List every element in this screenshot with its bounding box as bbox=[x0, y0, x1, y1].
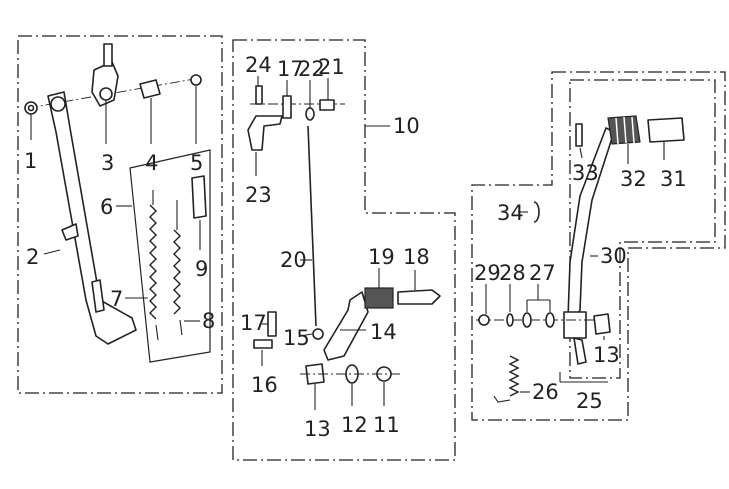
cotter-pin-lower-part-17 bbox=[267, 311, 277, 337]
callout-3: 3 bbox=[101, 151, 114, 175]
pin-part-9 bbox=[191, 175, 207, 219]
nut-part-15 bbox=[312, 328, 324, 340]
nut-hole bbox=[27, 104, 35, 112]
axis-line bbox=[27, 77, 201, 109]
callout-29: 29 bbox=[474, 261, 501, 285]
rubber-groove-3 bbox=[631, 116, 635, 144]
collar-part-4 bbox=[139, 79, 161, 99]
callout-13b: 13 bbox=[593, 343, 620, 367]
callout-17b: 17 bbox=[240, 311, 267, 335]
callout-17a: 17 bbox=[277, 57, 304, 81]
bolt-part-21 bbox=[319, 99, 335, 111]
bracket-tab bbox=[103, 43, 113, 67]
cotter-pin-part-17 bbox=[282, 95, 292, 119]
spring-7-hook-bottom bbox=[155, 324, 159, 341]
shift-lever-tail bbox=[573, 337, 587, 365]
gear-shift-group bbox=[476, 115, 685, 403]
pin-part-33 bbox=[575, 123, 583, 147]
callout-21: 21 bbox=[318, 55, 345, 79]
side-stand-group bbox=[24, 43, 211, 363]
rubber-groove-1 bbox=[615, 117, 619, 145]
callout-28: 28 bbox=[499, 261, 526, 285]
callout-16: 16 bbox=[251, 373, 278, 397]
spring-26-hook bbox=[493, 395, 511, 403]
pedal-pin-part-18 bbox=[397, 289, 441, 305]
callout-11: 11 bbox=[373, 413, 400, 437]
stand-spring-hook bbox=[61, 223, 79, 241]
callout-34: 34 bbox=[497, 201, 524, 225]
leader-2 bbox=[43, 249, 61, 255]
callout-33: 33 bbox=[572, 161, 599, 185]
bracket-bore bbox=[99, 87, 113, 101]
callout-4: 4 bbox=[145, 151, 158, 175]
bolt-part-5 bbox=[190, 74, 202, 86]
frame-brake-pedal bbox=[232, 39, 456, 461]
callout-9: 9 bbox=[195, 257, 208, 281]
spring-part-26 bbox=[508, 355, 520, 397]
washer-part-27b bbox=[545, 312, 555, 328]
callout-25: 25 bbox=[576, 389, 603, 413]
side-stand-bar-part-2 bbox=[47, 91, 137, 345]
collar-right-part-13 bbox=[593, 313, 611, 335]
bolt-part-29 bbox=[478, 314, 490, 326]
callout-32: 32 bbox=[620, 167, 647, 191]
leader-33 bbox=[579, 147, 583, 159]
callout-7: 7 bbox=[110, 287, 123, 311]
callout-27: 27 bbox=[529, 261, 556, 285]
clip-part-34 bbox=[533, 201, 540, 223]
clevis-pin-part-24 bbox=[255, 85, 263, 105]
pedal-arm-part-14 bbox=[323, 291, 369, 361]
callout-6: 6 bbox=[100, 195, 113, 219]
callout-13a: 13 bbox=[304, 417, 331, 441]
callout-1: 1 bbox=[24, 149, 37, 173]
spring-part-7 bbox=[149, 204, 157, 320]
stand-pivot-hole bbox=[50, 96, 66, 112]
rubber-groove-2 bbox=[623, 116, 627, 144]
springs-panel-6 bbox=[129, 149, 211, 363]
callout-15: 15 bbox=[283, 326, 310, 350]
callout-20: 20 bbox=[280, 248, 307, 272]
clevis-part-23 bbox=[247, 115, 283, 151]
frame-gear-shift-inner bbox=[569, 79, 716, 379]
pin-part-16 bbox=[253, 339, 273, 349]
shift-lever-hub bbox=[563, 311, 587, 339]
stand-rib bbox=[91, 279, 105, 313]
pedal-rubber-part-19 bbox=[364, 287, 394, 309]
frame-gear-shift-outer bbox=[471, 71, 726, 421]
callout-24: 24 bbox=[245, 53, 272, 77]
washer-part-22 bbox=[305, 107, 315, 121]
callout-23: 23 bbox=[245, 183, 272, 207]
callout-30: 30 bbox=[600, 244, 627, 268]
callout-2: 2 bbox=[26, 245, 39, 269]
leader-15 bbox=[299, 333, 313, 337]
spring-part-8 bbox=[173, 229, 181, 315]
callout-8: 8 bbox=[202, 309, 215, 333]
callout-19: 19 bbox=[368, 245, 395, 269]
washer-part-28 bbox=[506, 313, 514, 327]
callout-10: 10 bbox=[393, 114, 420, 138]
brake-rod-part-20 bbox=[307, 125, 317, 327]
callout-18: 18 bbox=[403, 245, 430, 269]
washer-part-27a bbox=[522, 312, 532, 328]
callout-26: 26 bbox=[532, 380, 559, 404]
callout-5: 5 bbox=[190, 151, 203, 175]
frame-side-stand bbox=[17, 35, 223, 394]
cap-part-31 bbox=[647, 117, 685, 143]
callout-31: 31 bbox=[660, 167, 687, 191]
spring-8-hook-bottom bbox=[179, 319, 183, 336]
callout-12: 12 bbox=[341, 413, 368, 437]
callout-14: 14 bbox=[370, 320, 397, 344]
brake-pedal-group bbox=[247, 85, 441, 385]
callout-22: 22 bbox=[298, 57, 325, 81]
